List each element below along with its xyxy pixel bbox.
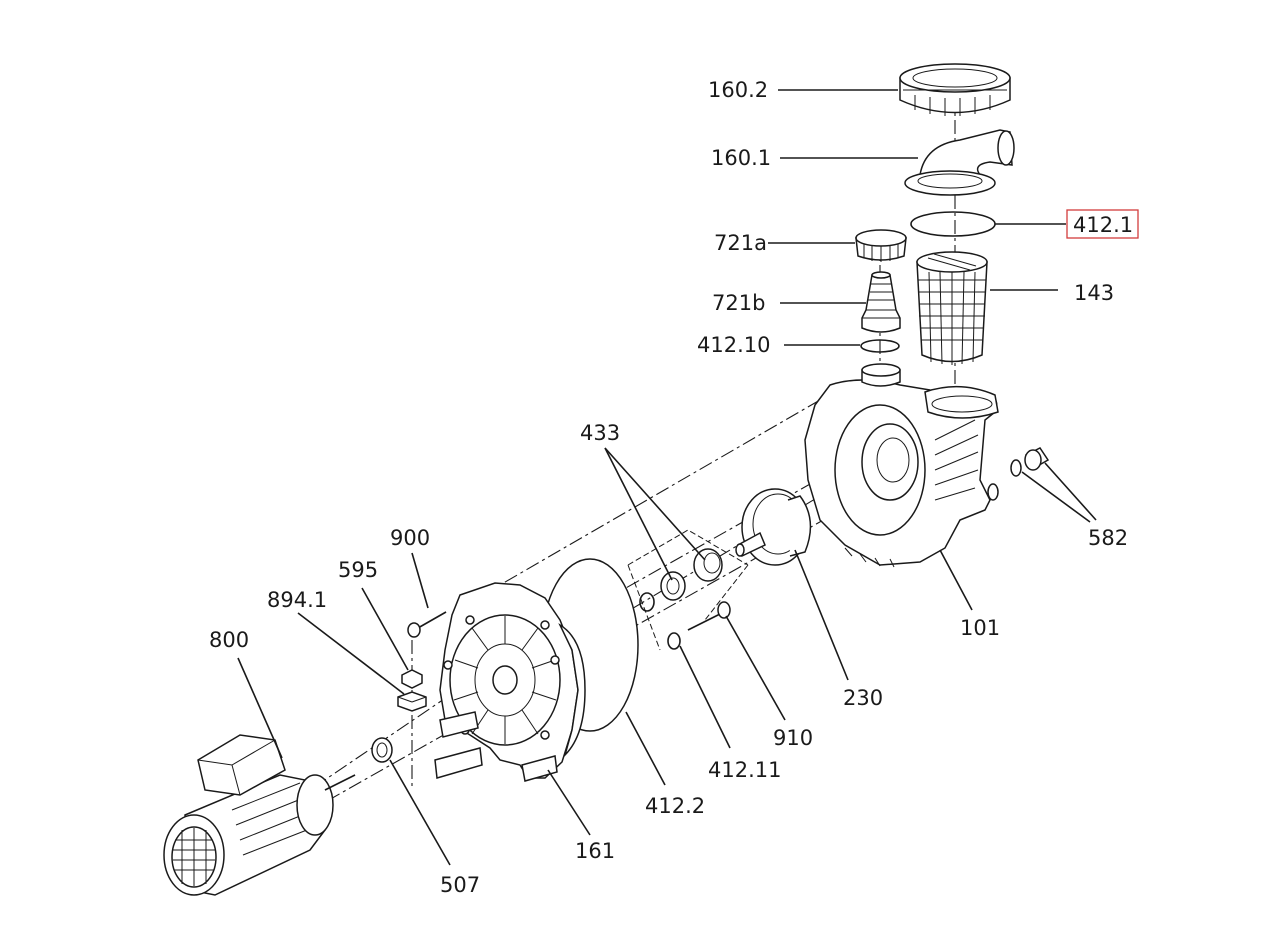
part-800-motor — [163, 734, 356, 896]
label-101: 101 — [960, 616, 1000, 640]
part-507-washer — [371, 737, 393, 763]
label-894-1: 894.1 — [267, 588, 327, 612]
part-412-10-oring — [860, 339, 900, 353]
label-412-11: 412.11 — [708, 758, 781, 782]
label-900: 900 — [390, 526, 430, 550]
part-412-11-oring — [667, 632, 681, 650]
label-412-1: 412.1 — [1073, 213, 1133, 237]
part-910-bolt — [687, 601, 731, 631]
highlight-box-412-1 — [1066, 209, 1139, 239]
part-721a-nut — [855, 229, 907, 262]
part-160-2-lid-ring — [899, 63, 1011, 116]
label-160-1: 160.1 — [711, 146, 771, 170]
label-507: 507 — [440, 873, 480, 897]
part-101-pump-housing — [804, 363, 999, 568]
part-433-mechanical-seal — [639, 548, 723, 612]
part-721b-adapter — [861, 271, 901, 333]
part-143-basket — [916, 251, 988, 365]
part-900-screw — [407, 611, 447, 638]
label-721b: 721b — [712, 291, 765, 315]
label-595: 595 — [338, 558, 378, 582]
label-433: 433 — [580, 421, 620, 445]
part-160-1-cover — [904, 129, 1015, 196]
part-595-pad — [401, 669, 423, 689]
label-412-10: 412.10 — [697, 333, 770, 357]
part-230-impeller — [735, 488, 812, 566]
label-721a: 721a — [714, 231, 767, 255]
label-582: 582 — [1088, 526, 1128, 550]
label-143: 143 — [1074, 281, 1114, 305]
label-800: 800 — [209, 628, 249, 652]
label-910: 910 — [773, 726, 813, 750]
part-894-1-pad — [397, 691, 427, 712]
label-161: 161 — [575, 839, 615, 863]
label-230: 230 — [843, 686, 883, 710]
label-412-2: 412.2 — [645, 794, 705, 818]
part-161-bracket — [434, 582, 586, 782]
part-412-1-oring — [910, 211, 996, 237]
part-labels: 160.2 160.1 412.1 721a 721b 143 412.10 4… — [209, 78, 1133, 897]
part-582-drain-plug — [1010, 447, 1050, 477]
leader-lines — [237, 89, 1097, 866]
label-160-2: 160.2 — [708, 78, 768, 102]
